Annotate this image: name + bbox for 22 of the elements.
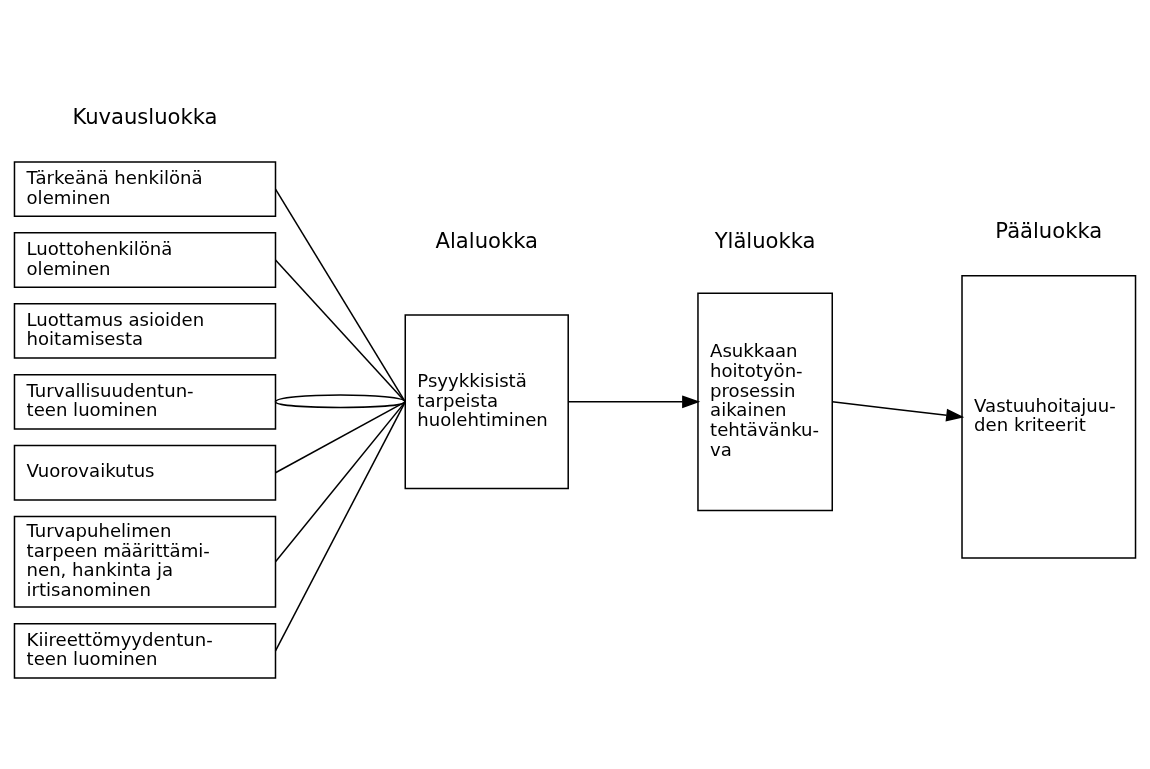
- label: Yläluokka: [714, 227, 816, 253]
- node-box: Luottohenkilönä oleminen: [13, 232, 277, 288]
- connector: [274, 401, 406, 474]
- node-box: Kiireettömyydentun- teen luominen: [13, 622, 277, 679]
- node-box: Turvapuhelimen tarpeen määrittämi- nen, hankinta ja irtisanominen: [13, 515, 277, 608]
- arrow: [567, 395, 701, 409]
- node-box: Vuorovaikutus: [13, 444, 277, 501]
- node-box: Luottamus asioiden hoitamisesta: [13, 303, 277, 359]
- node-box: Turvallisuudentun- teen luominen: [13, 373, 277, 430]
- node-box: Vastuuhoitajuu- den kriteerit: [961, 275, 1137, 559]
- connector: [274, 394, 406, 403]
- connector: [274, 401, 406, 652]
- node-box: Asukkaan hoitotyön- prosessin aikainen tehtävänku- va: [697, 292, 833, 512]
- node-box: Tärkeänä henkilönä oleminen: [13, 161, 277, 218]
- connector: [274, 188, 406, 403]
- arrow: [831, 401, 965, 422]
- label: Pääluokka: [995, 218, 1103, 244]
- connector: [274, 259, 406, 403]
- label: Kuvausluokka: [72, 103, 218, 129]
- connector: [274, 401, 406, 563]
- node-box: Psyykkisistä tarpeista huolehtiminen: [404, 314, 569, 490]
- label: Alaluokka: [435, 227, 538, 253]
